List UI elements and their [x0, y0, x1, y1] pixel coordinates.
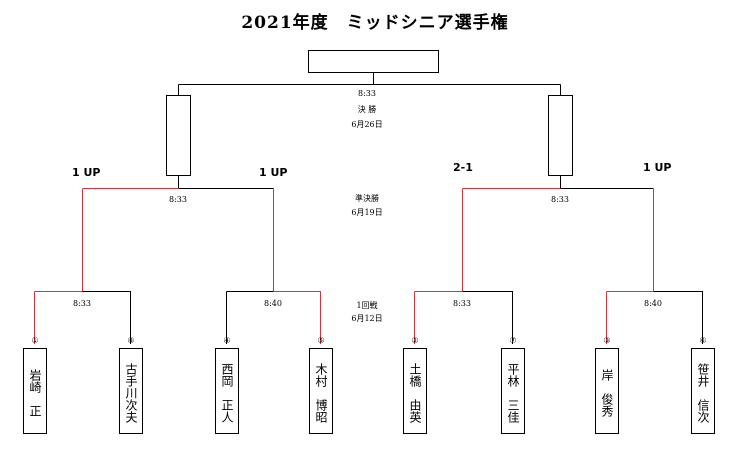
semi-round-name: 準決勝 [355, 194, 379, 203]
final-date: 6月26日 [351, 120, 383, 129]
player-name: 岩崎 正 [28, 369, 42, 417]
final-round-name: 決 勝 [357, 105, 377, 114]
player-box-3: 西岡 正人 [215, 348, 239, 434]
r1-m4-red [606, 291, 654, 344]
r1-m2-red [273, 291, 321, 344]
final-time: 8:33 [358, 89, 376, 98]
final-line [178, 72, 561, 95]
player-box-5: 土橋 由英 [403, 348, 427, 434]
seed-1: ① [31, 336, 39, 345]
seed-8: ⑥ [699, 336, 707, 345]
player-name: 木村 博昭 [314, 363, 328, 423]
r1-m4-black [653, 291, 703, 344]
player-box-1: 岩崎 正 [23, 348, 47, 434]
finalist-box-right [548, 95, 573, 176]
score-3: 2-1 [453, 161, 473, 174]
player-name: 土橋 由英 [408, 363, 422, 423]
champion-box [308, 50, 439, 73]
page-title: 2021年度 ミッドシニア選手権 [241, 13, 509, 33]
seed-4: ⑤ [317, 336, 325, 345]
semi-left-time: 8:33 [169, 195, 187, 204]
player-box-8: 笹井 信次 [691, 348, 715, 434]
seed-2: ⑧ [127, 336, 135, 345]
score-1: 1 UP [72, 166, 101, 179]
semi-date: 6月19日 [351, 208, 383, 217]
r1-m2-black [226, 291, 274, 344]
finalist-box-left [166, 95, 191, 176]
player-name: 西岡 正人 [220, 363, 234, 423]
player-box-2: 古手川次夫 [119, 348, 143, 434]
r1-time-4: 8:40 [644, 299, 662, 308]
player-box-6: 平林 三佳 [501, 348, 525, 434]
seed-3: ④ [223, 336, 231, 345]
player-name: 平林 三佳 [506, 363, 520, 423]
seed-6: ⑦ [509, 336, 517, 345]
r1-m3-red [414, 291, 463, 344]
first-round-date: 6月12日 [351, 314, 383, 323]
score-2: 1 UP [259, 166, 288, 179]
player-name: 笹井 信次 [696, 363, 710, 423]
r1-m1-black [82, 291, 131, 344]
semi-right-time: 8:33 [551, 195, 569, 204]
player-box-7: 岸 俊秀 [595, 348, 619, 434]
seed-7: ③ [603, 336, 611, 345]
seed-5: ② [411, 336, 419, 345]
player-name: 岸 俊秀 [600, 369, 614, 417]
player-name: 古手川次夫 [124, 363, 138, 423]
r1-m1-red [34, 291, 83, 344]
r1-time-3: 8:33 [453, 299, 471, 308]
first-round-name: 1回戦 [356, 301, 378, 310]
r1-time-2: 8:40 [264, 299, 282, 308]
r1-m3-black [462, 291, 513, 344]
score-4: 1 UP [643, 161, 672, 174]
semi-right-red [462, 188, 654, 292]
player-box-4: 木村 博昭 [309, 348, 333, 434]
semi-left-red [82, 188, 274, 292]
r1-time-1: 8:33 [73, 299, 91, 308]
